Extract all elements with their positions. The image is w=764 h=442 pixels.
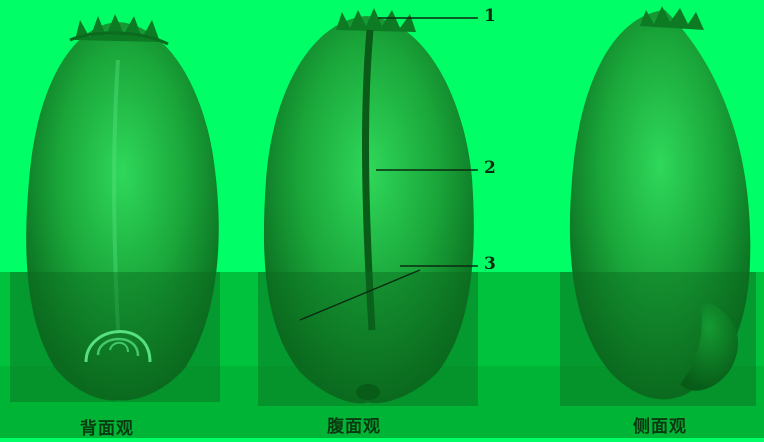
- label-lateral-view: 侧面观: [633, 412, 687, 437]
- callout-number-2: 2: [484, 158, 496, 178]
- callout-number-1: 1: [484, 6, 496, 26]
- label-ventral-view: 腹面观: [327, 412, 381, 437]
- label-dorsal-view: 背面观: [80, 414, 134, 439]
- callout-number-3: 3: [484, 254, 496, 274]
